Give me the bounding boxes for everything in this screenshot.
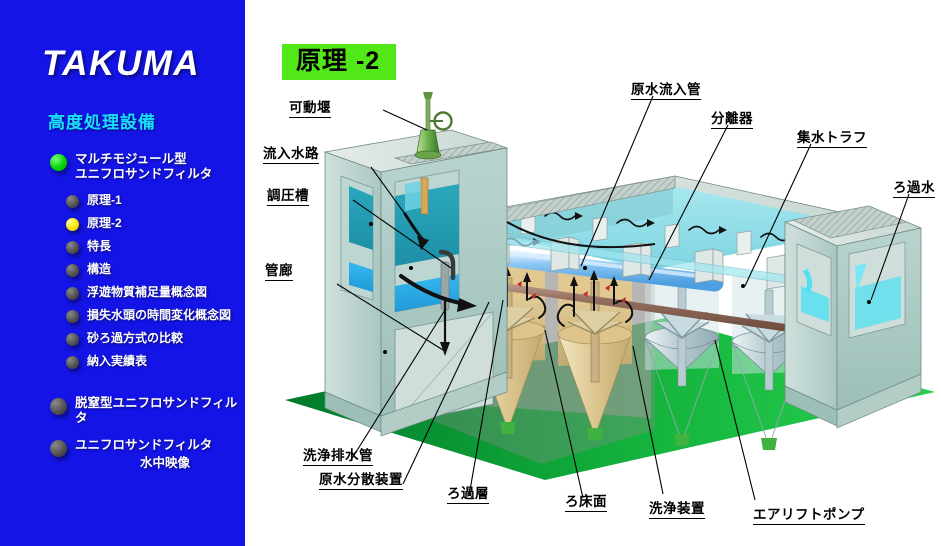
bullet-green-icon [50, 154, 67, 171]
callout-airlift-pump: エアリフトポンプ [753, 503, 865, 525]
bullet-gray-icon [66, 264, 79, 277]
sidebar-item-label: 水中映像 [140, 456, 191, 470]
page-title-banner: 原理 -2 [282, 44, 397, 80]
sidebar-item-label: 構造 [87, 262, 112, 276]
sidebar-item-label: マルチモジュール型 ユニフロサンドフィルタ [75, 152, 213, 181]
takuma-logo: TAKUMA [42, 44, 201, 83]
bullet-gray-icon [66, 287, 79, 300]
sidebar-item-genri-1[interactable]: 原理-1 [66, 193, 122, 208]
sidebar-item-datsuchitsu[interactable]: 脱窒型ユニフロサンドフィルタ [50, 396, 245, 426]
sidebar-item-label: 原理-1 [87, 193, 122, 207]
sidebar-item-label: 納入実績表 [87, 354, 148, 368]
sidebar-item-label: 脱窒型ユニフロサンドフィルタ [75, 396, 238, 425]
bullet-gray-icon [66, 241, 79, 254]
callout-raw-water-inlet-pipe: 原水流入管 [631, 78, 701, 100]
callout-filtered-water: ろ過水 [893, 176, 935, 198]
callout-washing-device: 洗浄装置 [649, 497, 705, 519]
sidebar-item-unifro-suichu-line2[interactable]: 水中映像 [140, 456, 190, 471]
callout-filter-layer: ろ過層 [447, 482, 489, 504]
sidebar-item-kozo[interactable]: 構造 [66, 262, 111, 277]
sidebar-item-label: 砂ろ過方式の比較 [87, 331, 184, 345]
sidebar-item-genri-2-active[interactable]: 原理-2 [66, 216, 122, 231]
callout-collection-trough: 集水トラフ [797, 126, 867, 148]
bullet-yellow-icon [66, 218, 79, 231]
callout-pipe-gallery: 管廊 [265, 259, 293, 281]
bullet-gray-icon [50, 398, 67, 415]
bullet-gray-icon [66, 356, 79, 369]
sidebar: TAKUMA 高度処理設備 マルチモジュール型 ユニフロサンドフィルタ 原理-1… [0, 0, 245, 546]
callout-pressure-tank: 調圧槽 [267, 184, 309, 206]
bullet-gray-icon [66, 333, 79, 346]
sidebar-item-label: 浮遊物質補足量概念図 [87, 285, 208, 299]
bullet-gray-icon [50, 440, 67, 457]
sidebar-item-label: ユニフロサンドフィルタ [75, 438, 213, 452]
sidebar-item-nonyu-jisseki[interactable]: 納入実績表 [66, 354, 147, 369]
sidebar-item-multimodule[interactable]: マルチモジュール型 ユニフロサンドフィルタ [50, 152, 212, 182]
callout-raw-water-distributor: 原水分散装置 [319, 468, 403, 490]
sidebar-item-fuyu-bushitsu[interactable]: 浮遊物質補足量概念図 [66, 285, 207, 300]
sidebar-item-label: 損失水頭の時間変化概念図 [87, 308, 232, 322]
sidebar-item-suna-rokahoshiki[interactable]: 砂ろ過方式の比較 [66, 331, 183, 346]
sidebar-item-tokucho[interactable]: 特長 [66, 239, 111, 254]
sidebar-section-title: 高度処理設備 [48, 113, 156, 132]
diagram-panel: 原理 -2 可動堰 流入水路 調圧槽 管廊 原水流入管 分離器 集水トラフ ろ過… [245, 0, 941, 546]
sidebar-item-sonshitsu-suito[interactable]: 損失水頭の時間変化概念図 [66, 308, 231, 323]
callout-separator: 分離器 [711, 107, 753, 129]
callout-wash-drain-pipe: 洗浄排水管 [303, 444, 373, 466]
callout-filter-bed-surface: ろ床面 [565, 490, 607, 512]
callout-movable-weir: 可動堰 [289, 96, 331, 118]
callout-inflow-channel: 流入水路 [263, 142, 319, 164]
sidebar-item-label: 特長 [87, 239, 112, 253]
bullet-gray-icon [66, 310, 79, 323]
sidebar-item-unifro-suichu[interactable]: ユニフロサンドフィルタ [50, 438, 212, 457]
sidebar-item-label: 原理-2 [87, 216, 122, 230]
bullet-gray-icon [66, 195, 79, 208]
